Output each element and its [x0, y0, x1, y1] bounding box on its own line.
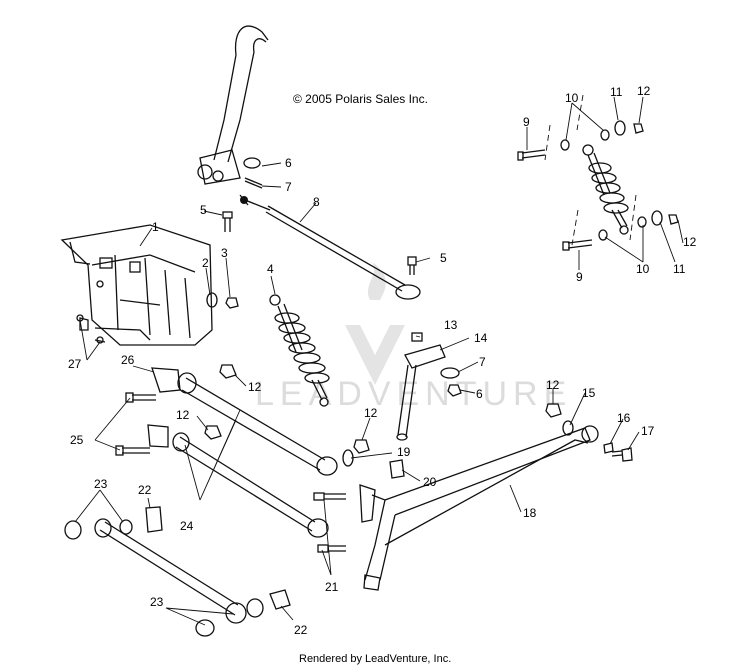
callout-23b: 23 [150, 595, 164, 609]
nuts-12 [204, 364, 562, 454]
footer-credit: Rendered by LeadVenture, Inc. [299, 653, 451, 665]
mount-brackets [115, 367, 181, 456]
spacer-20 [389, 459, 405, 479]
steering-post [197, 25, 269, 185]
callout-9a: 9 [523, 115, 530, 129]
callout-10a: 10 [565, 91, 579, 105]
callout-1: 1 [152, 220, 159, 234]
callout-12b: 12 [683, 235, 697, 249]
callout-15: 15 [582, 386, 596, 400]
callout-25: 25 [70, 433, 84, 447]
bolt-5-right [407, 256, 417, 275]
copyright-text: © 2005 Polaris Sales Inc. [293, 92, 428, 106]
callout-12e: 12 [364, 406, 378, 420]
callout-21: 21 [325, 580, 339, 594]
nut-washer-top [243, 157, 263, 189]
callout-19: 19 [397, 445, 411, 459]
shock-absorber-center [269, 294, 330, 407]
callout-11b: 11 [673, 262, 686, 276]
callout-27: 27 [68, 357, 82, 371]
watermark-logo: LEADVENTURE [255, 262, 566, 413]
callout-11a: 11 [610, 85, 623, 99]
callout-5a: 5 [200, 203, 207, 217]
tie-rod [239, 194, 421, 300]
callout-2: 2 [202, 256, 209, 270]
callout-12f: 12 [546, 378, 560, 392]
bolts-21 [313, 492, 346, 553]
callout-23a: 23 [94, 477, 108, 491]
callout-24: 24 [180, 519, 194, 533]
callout-12c: 12 [248, 380, 262, 394]
nut-3 [225, 297, 239, 309]
callout-4: 4 [267, 262, 274, 276]
callout-8: 8 [313, 195, 320, 209]
callout-22a: 22 [138, 483, 152, 497]
callout-20: 20 [423, 475, 437, 489]
washer-15 [562, 420, 574, 436]
callout-22b: 22 [294, 623, 308, 637]
callout-9b: 9 [576, 270, 583, 284]
callout-labels: 1 2 3 4 5 5 6 6 7 7 8 9 9 10 10 11 11 12… [68, 84, 697, 637]
leader-lines [74, 96, 684, 626]
callout-18: 18 [523, 506, 537, 520]
bolt-16 [603, 442, 614, 454]
idler-arm [396, 332, 462, 441]
bushing-2 [206, 292, 218, 308]
callout-16: 16 [617, 411, 631, 425]
callout-6b: 6 [476, 387, 483, 401]
control-arms [172, 372, 338, 538]
bolt-5-upper [222, 211, 233, 232]
callout-10b: 10 [636, 262, 650, 276]
callout-12d: 12 [176, 408, 190, 422]
callout-5b: 5 [440, 251, 447, 265]
lower-control-arm [64, 506, 291, 637]
callout-13: 13 [444, 318, 458, 332]
callout-7b: 7 [479, 355, 486, 369]
bolt-17 [611, 447, 633, 462]
bolts-27 [79, 317, 106, 343]
callout-3: 3 [221, 246, 228, 260]
callout-17: 17 [641, 424, 655, 438]
shock-absorber-right [544, 94, 637, 246]
callout-12a: 12 [637, 84, 651, 98]
a-arm [359, 425, 599, 591]
callout-14: 14 [474, 331, 488, 345]
callout-6a: 6 [285, 156, 292, 170]
callout-7a: 7 [285, 180, 292, 194]
frame-bracket [60, 224, 213, 346]
callout-26: 26 [121, 353, 135, 367]
